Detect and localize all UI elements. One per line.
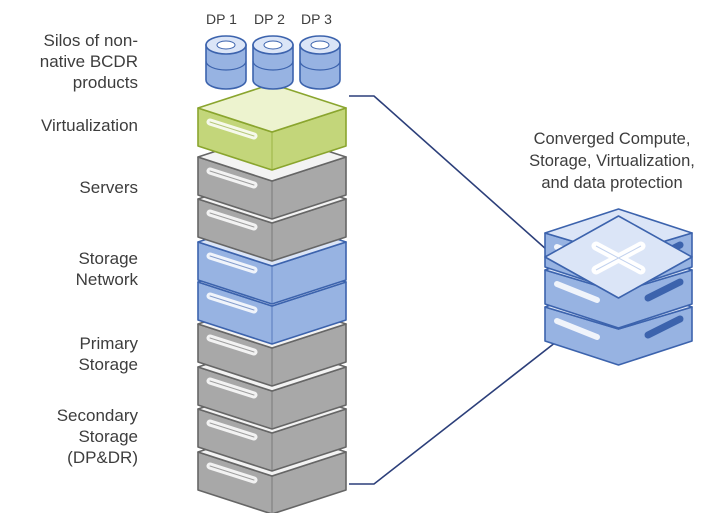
- converged-top-face: [544, 215, 693, 299]
- converged-label-line1: Converged Compute,: [533, 130, 691, 148]
- dp-silos: [205, 35, 341, 90]
- dp1-label: DP 1: [206, 11, 237, 27]
- secondary-storage-label: Secondary Storage (DP&DR): [57, 405, 138, 468]
- bracket-connectors: [349, 95, 557, 485]
- primary-storage-label-line2: Storage: [78, 355, 138, 374]
- silos-label-line2: native BCDR: [39, 52, 138, 71]
- secondary-storage-label-line2: Storage: [78, 427, 138, 446]
- primary-storage-label: Primary Storage: [78, 333, 138, 375]
- servers-label-line1: Servers: [79, 178, 138, 197]
- x-logo-icon: [591, 241, 646, 275]
- connector-top: [349, 95, 557, 259]
- silos-label-line3: products: [72, 73, 138, 92]
- virtualization-block: [197, 83, 347, 171]
- converged-label: Converged Compute, Storage, Virtualizati…: [490, 128, 728, 194]
- dp-cylinder-2: [252, 35, 294, 90]
- virtualization-label-line1: Virtualization: [40, 116, 138, 135]
- dp-cylinder-3: [299, 35, 341, 90]
- dp-cylinder-1: [205, 35, 247, 90]
- storage-network-label-line2: Network: [75, 270, 138, 289]
- secondary-storage-label-line3: (DP&DR): [67, 448, 138, 467]
- secondary-storage-label-line1: Secondary: [56, 406, 138, 425]
- silos-label-line1: Silos of non-: [43, 31, 139, 50]
- storage-network-label: Storage Network: [76, 248, 138, 290]
- virtualization-label: Virtualization: [41, 115, 138, 136]
- legacy-stack: [197, 83, 347, 513]
- converged-node: [544, 208, 693, 366]
- primary-storage-label-line1: Primary: [79, 334, 138, 353]
- converged-label-line2: Storage, Virtualization,: [529, 152, 695, 170]
- dp3-label: DP 3: [301, 11, 332, 27]
- connector-bottom: [349, 341, 557, 485]
- converged-label-line3: and data protection: [541, 174, 683, 192]
- silos-label: Silos of non- native BCDR products: [40, 30, 138, 93]
- servers-label: Servers: [79, 177, 138, 198]
- storage-network-label-line1: Storage: [78, 249, 138, 268]
- dp2-label: DP 2: [254, 11, 285, 27]
